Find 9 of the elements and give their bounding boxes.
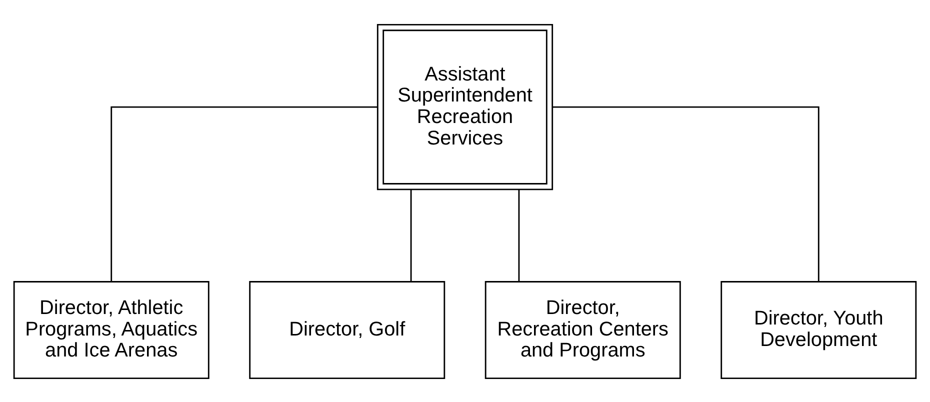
connector: [552, 106, 820, 282]
connector: [518, 188, 520, 282]
connector: [110, 106, 378, 282]
node-box: Director, Golf: [249, 280, 446, 379]
connector: [410, 188, 412, 282]
node-box: Director, Athletic Programs, Aquatics and Ice Arenas: [13, 280, 210, 379]
node-box: Director, Youth Development: [720, 280, 917, 379]
node-box: Assistant Superintendent Recreation Services: [376, 23, 554, 190]
node-box: Director, Recreation Centers and Programs: [484, 280, 681, 379]
